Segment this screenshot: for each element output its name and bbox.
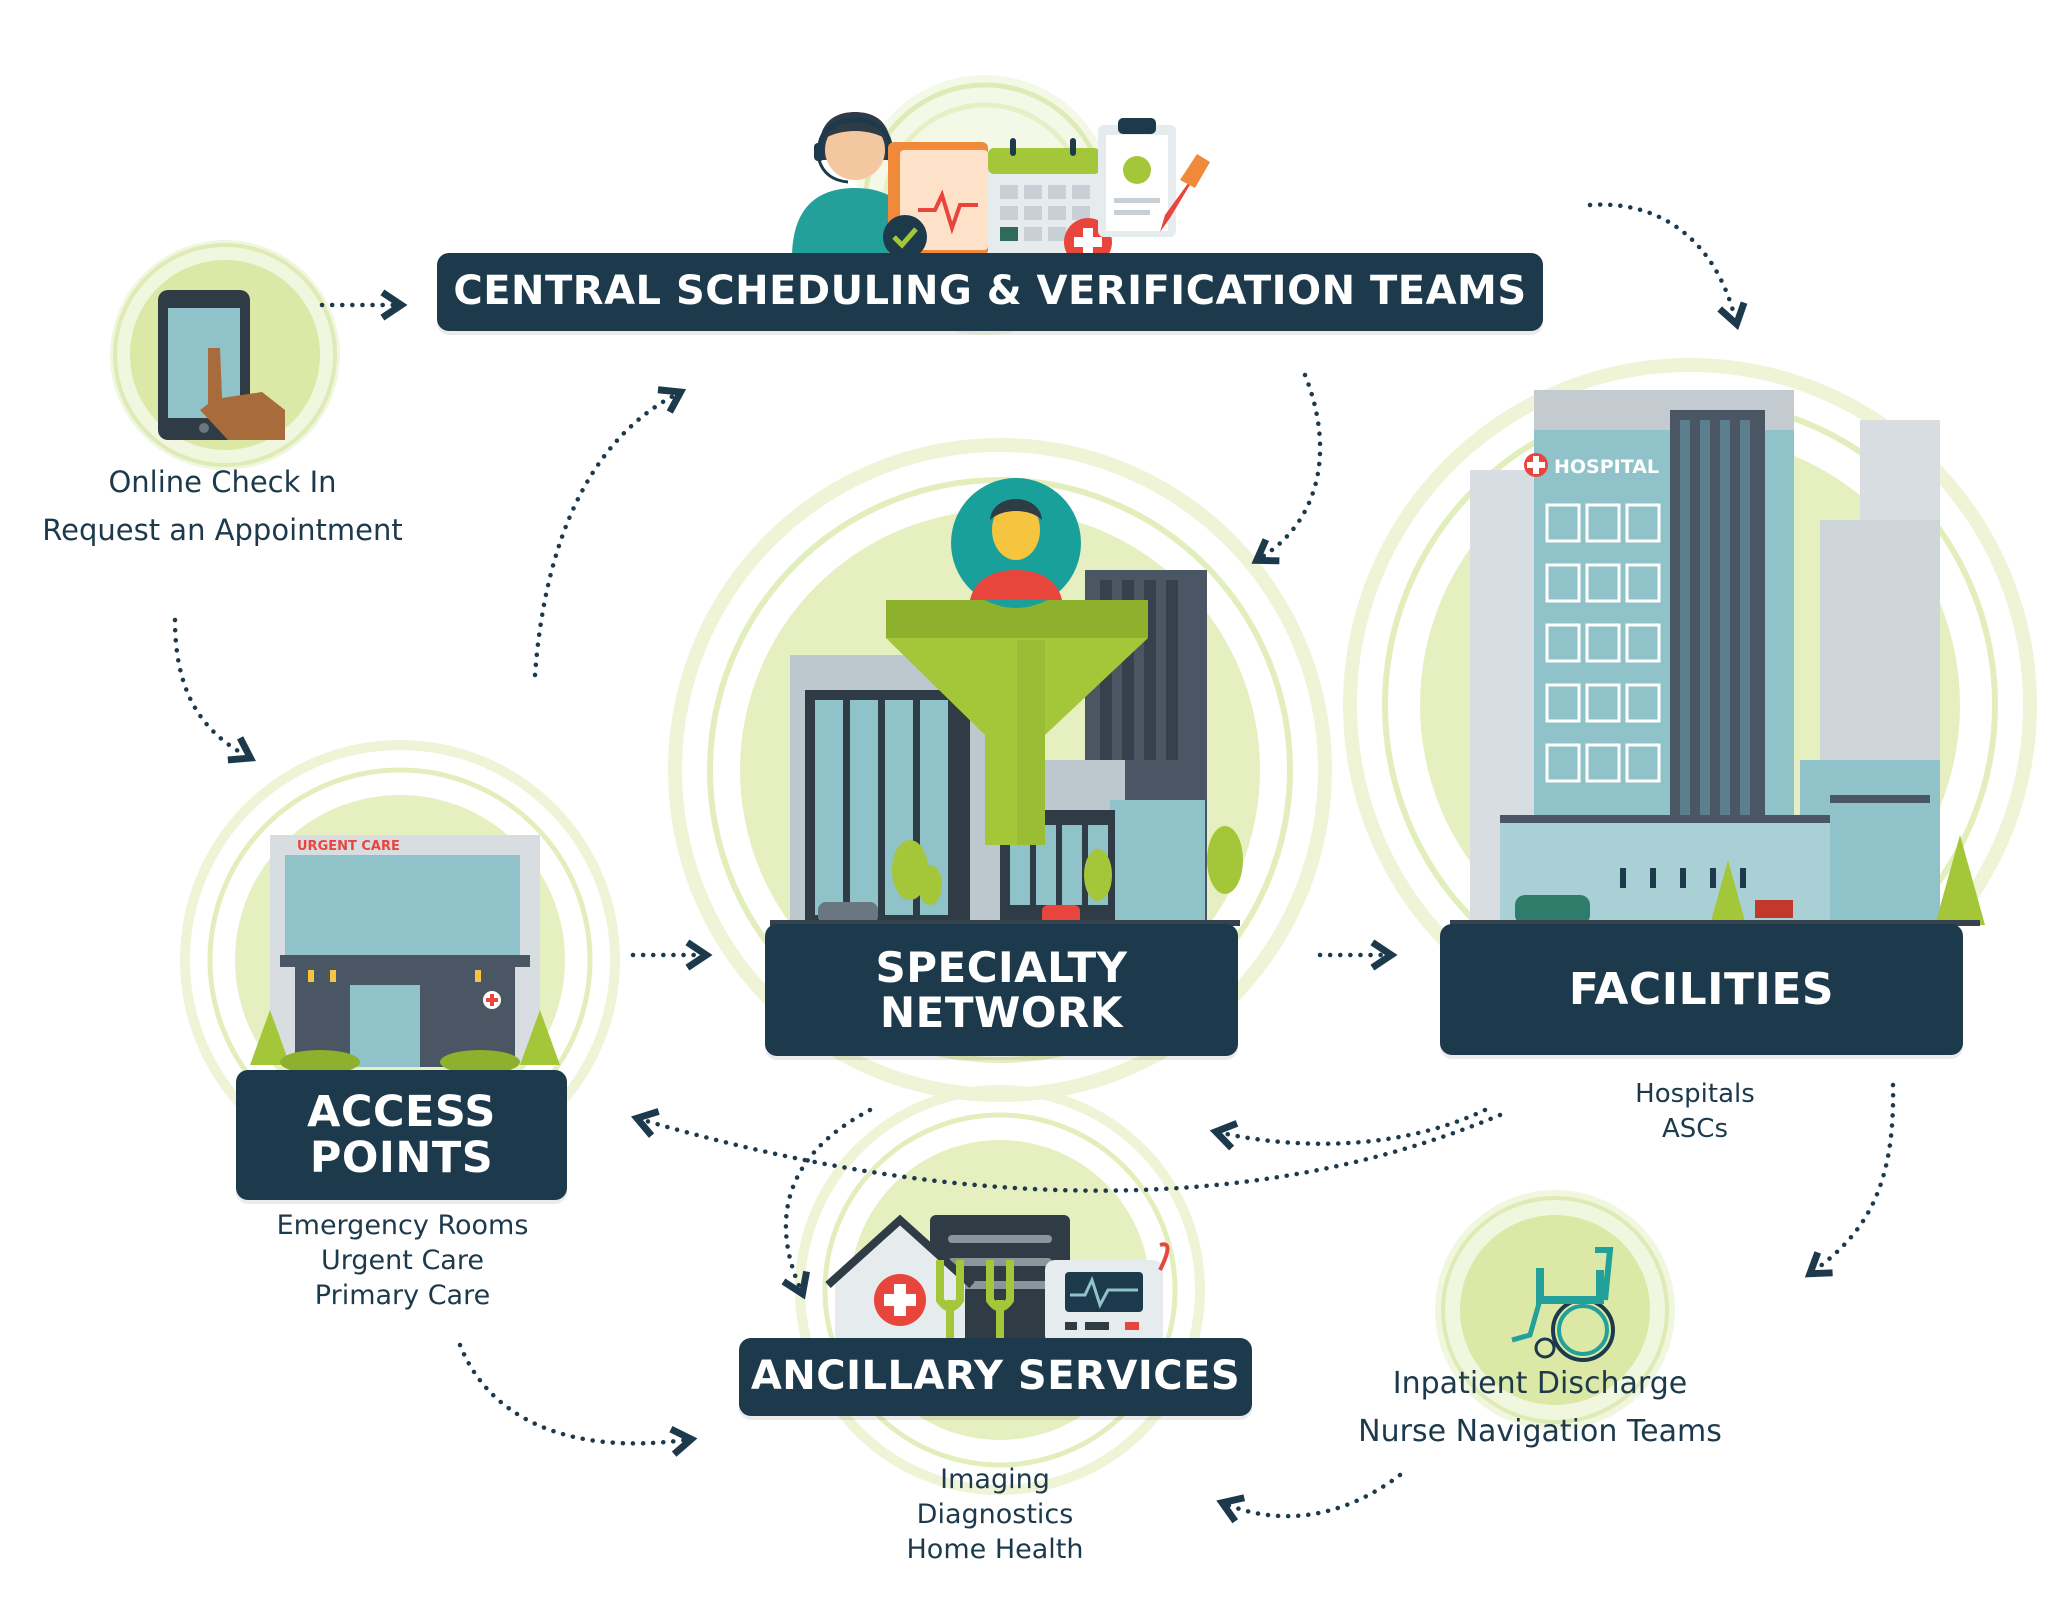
ancillary-services-banner: ANCILLARY SERVICES xyxy=(739,1338,1252,1416)
connector-discharge-to-ancillary xyxy=(1216,1472,1403,1524)
access-item: Urgent Care xyxy=(321,1245,484,1276)
home-health-icon xyxy=(825,1214,975,1345)
central-scheduling-banner: CENTRAL SCHEDULING & VERIFICATION TEAMS xyxy=(437,253,1543,331)
connector-specialty-to-ancillary xyxy=(781,1107,873,1300)
halo-discharge xyxy=(1435,1190,1675,1430)
hospital-building-icon: HOSPITAL xyxy=(1450,390,1985,926)
funnel-icon xyxy=(886,600,1148,845)
specialty-network-banner: SPECIALTY NETWORK xyxy=(765,924,1238,1056)
online-item: Request an Appointment xyxy=(42,513,403,547)
discharge-item: Inpatient Discharge xyxy=(1392,1366,1688,1401)
facilities-item: ASCs xyxy=(1662,1114,1728,1144)
specialty-title-line-1: SPECIALTY xyxy=(875,942,1128,992)
ancillary-caption: Imaging Diagnostics Home Health xyxy=(860,1462,1130,1567)
ecg-monitor-icon xyxy=(1045,1242,1170,1345)
facilities-banner: FACILITIES xyxy=(1440,924,1963,1055)
wheelchair-icon xyxy=(1511,1247,1615,1362)
medical-folder-icon xyxy=(883,142,988,259)
ancillary-item: Diagnostics xyxy=(916,1499,1074,1530)
connector-facilities-to-access xyxy=(630,1108,1503,1193)
connector-central-to-specialty xyxy=(1251,372,1323,565)
facilities-item: Hospitals xyxy=(1635,1079,1755,1109)
ancillary-title: ANCILLARY SERVICES xyxy=(750,1353,1241,1400)
connector-access-to-ancillary xyxy=(457,1342,698,1457)
access-title-line-1: ACCESS xyxy=(307,1086,496,1137)
ancillary-item: Imaging xyxy=(940,1464,1050,1495)
crutches-icon xyxy=(936,1260,1014,1355)
urgent-care-building-icon: URGENT CARE xyxy=(250,835,560,1074)
access-item: Primary Care xyxy=(314,1280,491,1311)
urgent-care-sign: URGENT CARE xyxy=(297,839,400,854)
access-title-line-2: POINTS xyxy=(309,1133,494,1183)
ancillary-item: Home Health xyxy=(906,1534,1084,1565)
access-caption: Emergency Rooms Urgent Care Primary Care xyxy=(250,1208,555,1313)
online-item: Online Check In xyxy=(108,465,337,499)
discharge-caption: Inpatient Discharge Nurse Navigation Tea… xyxy=(1330,1360,1750,1456)
hospital-sign: HOSPITAL xyxy=(1554,456,1659,478)
smartphone-icon xyxy=(158,290,285,440)
connector-facilities-to-specialty xyxy=(1209,1107,1488,1151)
connector-central-to-facilities xyxy=(1587,202,1748,331)
access-item: Emergency Rooms xyxy=(276,1210,529,1241)
connector-online-to-access xyxy=(172,617,256,764)
access-points-banner: ACCESS POINTS xyxy=(236,1070,567,1200)
discharge-item: Nurse Navigation Teams xyxy=(1358,1414,1722,1449)
person-avatar-icon xyxy=(951,478,1081,608)
connector-access-to-central xyxy=(532,386,687,678)
central-scheduling-title: CENTRAL SCHEDULING & VERIFICATION TEAMS xyxy=(453,268,1527,315)
online-caption: Online Check In Request an Appointment xyxy=(20,458,425,554)
calendar-icon xyxy=(988,138,1112,266)
facilities-title: FACILITIES xyxy=(1568,963,1835,1015)
clipboard-icon xyxy=(1098,118,1210,237)
specialty-title-line-2: NETWORK xyxy=(880,988,1123,1037)
facilities-caption: Hospitals ASCs xyxy=(1560,1077,1830,1147)
